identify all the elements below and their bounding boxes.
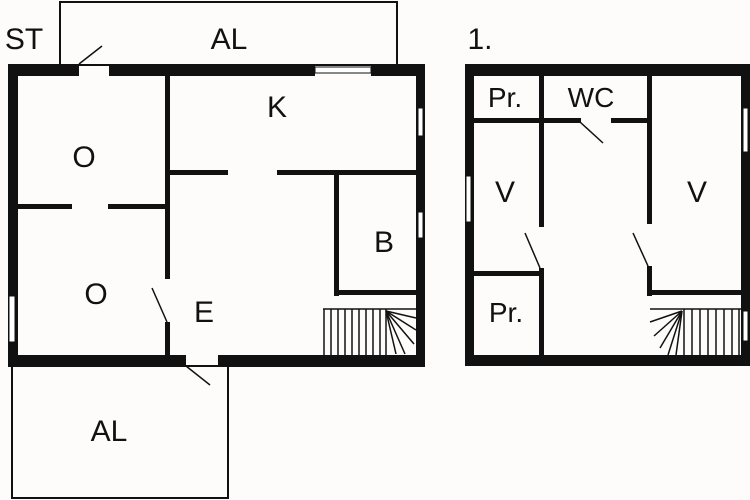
label-storage-top: Pr. xyxy=(487,82,523,113)
stairs-first xyxy=(649,309,740,356)
label-wc: WC xyxy=(567,82,615,113)
label-room-right: V xyxy=(686,176,708,209)
label-st: ST xyxy=(4,23,44,56)
label-room-left: V xyxy=(494,176,516,209)
label-bathroom: B xyxy=(373,226,395,259)
label-room-bottom-left: O xyxy=(84,278,108,311)
label-entrance: E xyxy=(193,296,215,329)
label-balcony-top: AL xyxy=(210,23,248,56)
stairs-ground xyxy=(323,309,417,355)
label-kitchen: K xyxy=(266,91,288,124)
ground-floor-walls xyxy=(8,64,425,367)
label-storage-bottom: Pr. xyxy=(488,297,524,328)
first-floor-title: 1. xyxy=(467,23,493,56)
label-room-top-left: O xyxy=(72,141,96,174)
label-balcony-bottom: AL xyxy=(90,415,128,448)
